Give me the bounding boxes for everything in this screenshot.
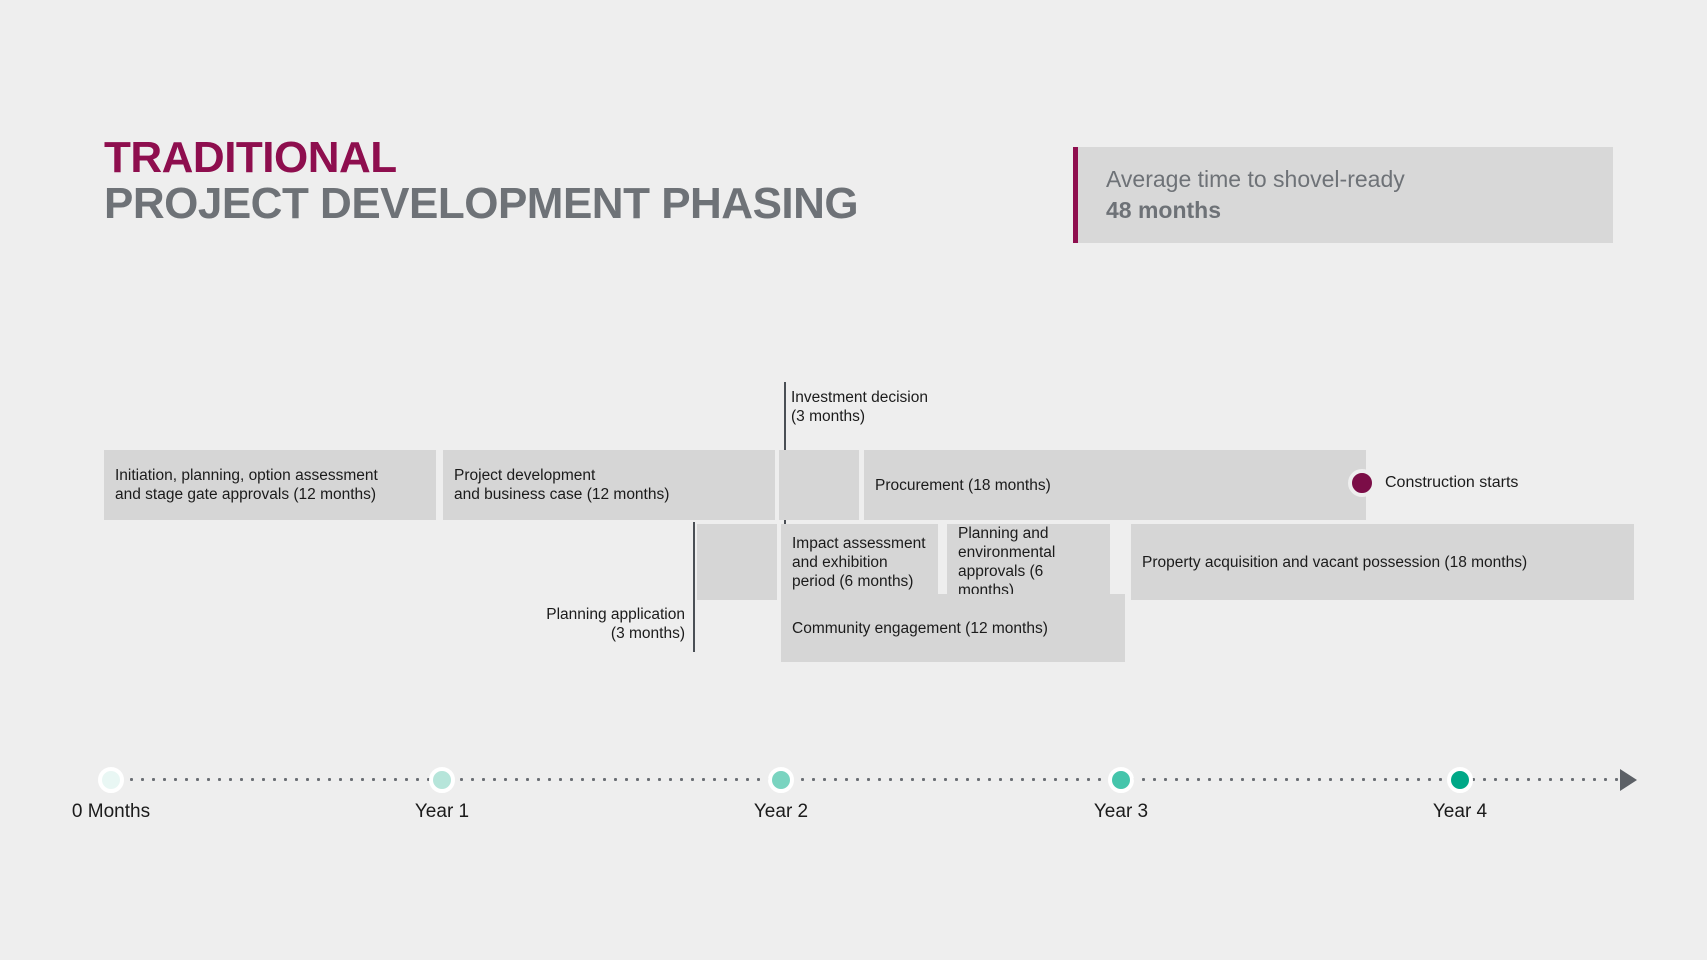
timeline-label-year-1: Year 1 [414,801,470,822]
gantt-bar-planning-application-block[interactable] [697,524,777,600]
kpi-value: 48 months [1106,197,1222,223]
timeline-node-year-4[interactable] [1447,767,1473,793]
timeline-node-year-2[interactable] [768,767,794,793]
gantt-bar-label: Procurement (18 months) [875,476,1051,494]
timeline-node-year-1[interactable] [429,767,455,793]
timeline-dotted-line [104,777,1632,782]
construction-starts-label: Construction starts [1385,474,1519,491]
gantt-bar-procurement[interactable]: Procurement (18 months) [864,450,1366,520]
gantt-bar-label: Community engagement (12 months) [792,619,1048,637]
timeline-label-year-4: Year 4 [1432,801,1488,822]
planning-application-callout-line [693,522,695,652]
timeline-label-year-2: Year 2 [753,801,809,822]
title-line-traditional: TRADITIONAL [104,133,397,182]
timeline-arrow-icon [1620,769,1637,791]
gantt-bar-initiation[interactable]: Initiation, planning, option assessment … [104,450,436,520]
gantt-bar-label: Initiation, planning, option assessment … [115,467,378,503]
gantt-bar-label: Project development and business case (1… [454,467,670,503]
gantt-bar-impact-assessment[interactable]: Impact assessment and exhibition period … [781,524,938,600]
gantt-bar-investment-decision-block[interactable] [779,450,859,520]
gantt-bar-project-development[interactable]: Project development and business case (1… [443,450,775,520]
kpi-card: Average time to shovel-ready 48 months [1073,147,1613,243]
kpi-accent-bar [1073,147,1078,243]
planning-application-callout-label: Planning application (3 months) [546,606,685,642]
gantt-bar-label: Property acquisition and vacant possessi… [1142,553,1528,571]
timeline-node-year-3[interactable] [1108,767,1134,793]
gantt-bar-community-engagement[interactable]: Community engagement (12 months) [781,594,1125,662]
gantt-bar-property-acquisition[interactable]: Property acquisition and vacant possessi… [1131,524,1634,600]
gantt-bar-label: Impact assessment and exhibition period … [792,534,926,590]
kpi-card-content: Average time to shovel-ready 48 months [1073,164,1405,226]
timeline-label-0-months: 0 Months [71,801,151,822]
investment-decision-callout-label: Investment decision (3 months) [791,389,928,425]
construction-starts-dot[interactable] [1348,469,1376,497]
kpi-label: Average time to shovel-ready [1106,166,1405,192]
title-line-subject: PROJECT DEVELOPMENT PHASING [104,179,859,228]
timeline-label-year-3: Year 3 [1093,801,1149,822]
page-title: TRADITIONAL PROJECT DEVELOPMENT PHASING [104,133,859,228]
timeline-node-0-months[interactable] [98,767,124,793]
